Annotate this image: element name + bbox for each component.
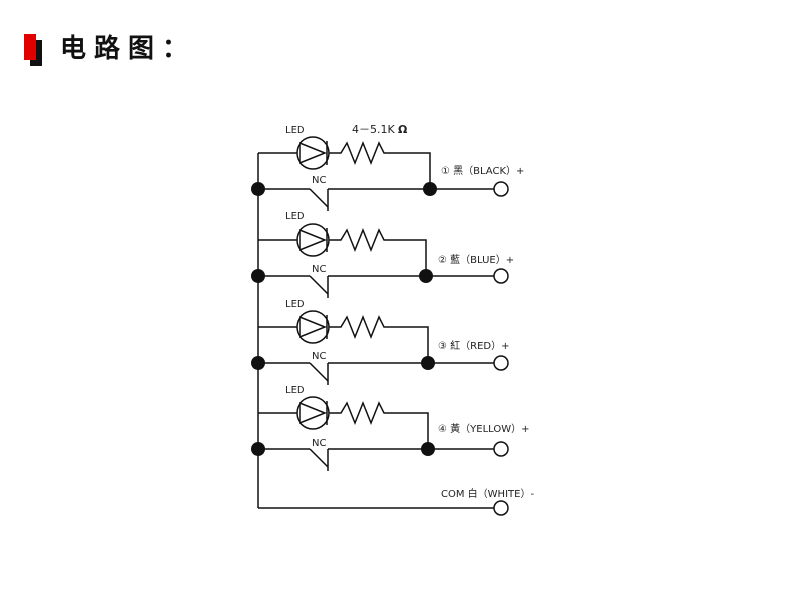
channel-2: LED ② 藍（BLUE）+ NC xyxy=(251,211,514,298)
junction-dot xyxy=(423,182,437,196)
nc-label: NC xyxy=(312,351,326,362)
junction-dot xyxy=(251,356,265,370)
led-label: LED xyxy=(285,299,305,310)
led-label: LED xyxy=(285,211,305,222)
junction-dot xyxy=(419,269,433,283)
led-label: LED xyxy=(285,125,305,136)
channel-4: LED ④ 黃（YELLOW）+ NC xyxy=(251,385,530,471)
output-terminal xyxy=(493,268,509,284)
led-symbol xyxy=(296,310,330,344)
nc-switch-symbol xyxy=(309,362,329,385)
resistor-symbol xyxy=(329,314,429,363)
junction-dot xyxy=(251,182,265,196)
resistor-symbol xyxy=(329,227,427,276)
nc-label: NC xyxy=(312,438,326,449)
nc-switch-symbol xyxy=(309,188,329,211)
output-terminal xyxy=(493,355,509,371)
page-title: 电路图： xyxy=(60,34,197,64)
output-terminal xyxy=(493,441,509,457)
nc-switch-symbol xyxy=(309,275,329,298)
terminal-label: ② 藍（BLUE）+ xyxy=(438,253,514,266)
junction-dot xyxy=(251,269,265,283)
common-terminal xyxy=(493,500,509,516)
nc-label: NC xyxy=(312,264,326,275)
header: 电路图： xyxy=(0,0,790,80)
channel-1: LED ① 黑（BLACK）+ NC xyxy=(251,125,524,211)
led-symbol xyxy=(296,223,330,257)
junction-dot xyxy=(421,356,435,370)
channel-3: LED ③ 紅（RED）+ NC xyxy=(251,299,510,385)
resistor-symbol xyxy=(329,140,431,189)
output-terminal xyxy=(493,181,509,197)
junction-dot xyxy=(421,442,435,456)
nc-label: NC xyxy=(312,175,326,186)
junction-dot xyxy=(251,442,265,456)
resistor-value-label: 4－5.1K xyxy=(352,123,395,136)
led-label: LED xyxy=(285,385,305,396)
title-marker xyxy=(24,34,36,60)
nc-switch-symbol xyxy=(309,448,329,471)
common-channel: COM 白（WHITE）- xyxy=(258,487,534,516)
terminal-label: ③ 紅（RED）+ xyxy=(438,340,510,352)
led-symbol xyxy=(296,396,330,430)
terminal-label: ④ 黃（YELLOW）+ xyxy=(438,422,530,435)
resistor-unit-symbol: Ω xyxy=(398,123,408,136)
led-symbol xyxy=(296,136,330,170)
common-terminal-label: COM 白（WHITE）- xyxy=(441,487,534,500)
resistor-symbol xyxy=(329,400,429,449)
terminal-label: ① 黑（BLACK）+ xyxy=(441,165,524,177)
